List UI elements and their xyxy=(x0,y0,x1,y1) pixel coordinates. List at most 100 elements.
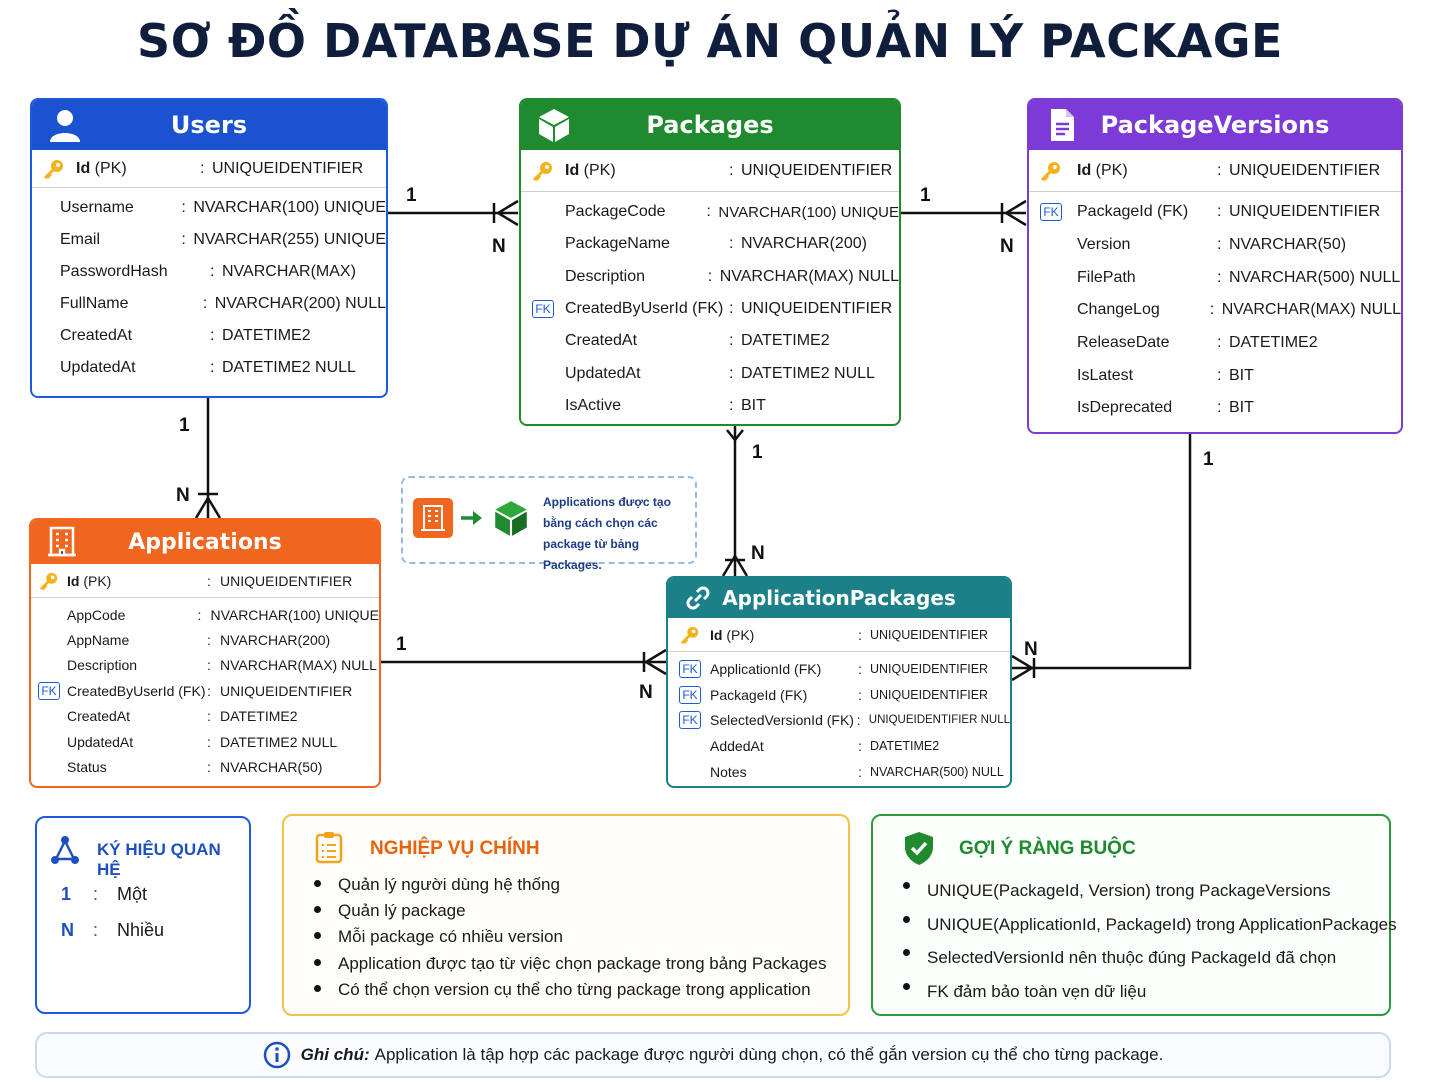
foreign-key-badge: FK xyxy=(679,685,701,704)
field-type: UNIQUEIDENTIFIER NULL xyxy=(868,714,1010,727)
list-item: UNIQUE(ApplicationId, PackageId) trong A… xyxy=(899,908,1397,942)
key-icon xyxy=(1039,160,1063,182)
foreign-key-badge: FK xyxy=(38,681,60,700)
field-row: UpdatedAt:DATETIME2 NULL xyxy=(60,359,356,376)
field-name: Username xyxy=(60,199,134,216)
field-row: PackageCode:NVARCHAR(100) UNIQUE xyxy=(565,203,899,221)
cube-icon xyxy=(495,501,527,536)
building-icon xyxy=(48,526,76,557)
key-icon xyxy=(37,571,61,591)
network-icon xyxy=(51,836,79,864)
field-type: UNIQUEIDENTIFIER xyxy=(212,159,364,177)
pk-suffix: (PK) xyxy=(726,626,755,643)
building-icon xyxy=(413,498,453,538)
field-type: DATETIME2 xyxy=(222,327,311,344)
field-type: DATETIME2 xyxy=(870,739,940,754)
card-1: 1 xyxy=(396,634,407,655)
field-type: UNIQUEIDENTIFIER xyxy=(870,661,989,676)
field-row: CreatedAt:DATETIME2 xyxy=(60,327,311,344)
field-name: PackageId (FK) xyxy=(710,686,808,703)
field-type: BIT xyxy=(1229,399,1254,417)
pk-row: Id (PK) : UNIQUEIDENTIFIER xyxy=(31,564,379,598)
field-name: CreatedByUserId (FK) xyxy=(565,300,724,318)
list-item: Mỗi package có nhiều version xyxy=(310,924,826,950)
constraints-box: GỢI Ý RÀNG BUỘC UNIQUE(PackageId, Versio… xyxy=(871,814,1397,1016)
entity-title: PackageVersions xyxy=(1100,111,1330,139)
pk-row: Id (PK) : UNIQUEIDENTIFIER xyxy=(1029,150,1401,192)
field-name: PackageId (FK) xyxy=(1077,203,1189,221)
user-icon xyxy=(50,110,80,142)
field-name: CreatedAt xyxy=(565,332,638,350)
field-row: Username:NVARCHAR(100) UNIQUE xyxy=(60,199,386,216)
field-name: AppName xyxy=(67,632,130,649)
entity-header: ApplicationPackages xyxy=(668,578,1010,618)
field-row: FullName:NVARCHAR(200) NULL xyxy=(60,295,386,312)
card-1: 1 xyxy=(920,185,931,206)
card-n: N xyxy=(492,236,506,257)
key-icon xyxy=(678,625,702,645)
field-name: UpdatedAt xyxy=(565,364,641,382)
footer-text: Application là tập hợp các package được … xyxy=(374,1045,1164,1064)
list-item: UNIQUE(PackageId, Version) trong Package… xyxy=(899,874,1397,908)
field-name: ChangeLog xyxy=(1077,301,1160,319)
field-name: ReleaseDate xyxy=(1077,334,1170,352)
entity-header: Users xyxy=(32,100,386,150)
field-type: NVARCHAR(100) UNIQUE xyxy=(718,203,899,221)
field-name: Email xyxy=(60,231,101,248)
legend-box: KÝ HIỆU QUAN HỆ 1 : Một N : Nhiều xyxy=(35,816,251,1014)
field-type: NVARCHAR(MAX) NULL xyxy=(1221,301,1401,319)
field-name: Status xyxy=(67,759,107,776)
field-row: PasswordHash:NVARCHAR(MAX) xyxy=(60,263,356,280)
foreign-key-badge: FK xyxy=(1040,203,1062,222)
page-title: SƠ ĐỒ DATABASE DỰ ÁN QUẢN LÝ PACKAGE xyxy=(137,14,1283,68)
field-row: AppName:NVARCHAR(200) xyxy=(67,632,331,649)
key-icon xyxy=(42,158,66,180)
field-type: NVARCHAR(100) UNIQUE xyxy=(193,199,386,216)
field-name: Description xyxy=(67,657,138,674)
field-row: AppCode:NVARCHAR(100) UNIQUE xyxy=(67,606,379,623)
field-name: PasswordHash xyxy=(60,263,168,280)
field-type: NVARCHAR(200) xyxy=(220,632,331,649)
entity-package-versions: PackageVersions Id (PK) : UNIQUEIDENTIFI… xyxy=(1027,98,1403,434)
cardinality-labels: 1 N 1 N 1 N 1 N 1 N 1 N xyxy=(176,185,1214,703)
field-type: NVARCHAR(MAX) xyxy=(222,263,356,280)
constraints-title: GỢI Ý RÀNG BUỘC xyxy=(959,838,1136,859)
field-name: CreatedByUserId (FK) xyxy=(67,682,206,699)
field-type: UNIQUEIDENTIFIER xyxy=(741,161,893,179)
field-name: PackageCode xyxy=(565,203,666,221)
link-icon xyxy=(686,586,710,610)
legend-label: Một xyxy=(117,884,148,904)
legend-sep: : xyxy=(93,920,99,940)
field-name: Id xyxy=(710,626,723,643)
info-icon xyxy=(263,1041,290,1069)
field-type: UNIQUEIDENTIFIER xyxy=(1229,203,1381,221)
entity-users: Users Id (PK) : UNIQUEIDENTIFIER Usernam… xyxy=(30,98,388,398)
field-type: NVARCHAR(255) UNIQUE xyxy=(193,231,386,248)
field-type: NVARCHAR(50) xyxy=(220,759,323,776)
pk-suffix: (PK) xyxy=(94,159,127,177)
field-type: DATETIME2 xyxy=(220,708,298,725)
entity-application-packages: ApplicationPackages Id (PK) : UNIQUEIDEN… xyxy=(666,576,1012,788)
entity-title: Applications xyxy=(128,529,282,555)
field-name: PackageName xyxy=(565,235,670,253)
footer-note: Ghi chú: Application là tập hợp các pack… xyxy=(35,1032,1391,1078)
field-type: DATETIME2 NULL xyxy=(220,733,338,750)
field-type: NVARCHAR(500) NULL xyxy=(1229,268,1401,286)
field-name: AppCode xyxy=(67,606,126,623)
list-item: Có thể chọn version cụ thể cho từng pack… xyxy=(310,977,826,1003)
legend-label: Nhiều xyxy=(117,920,165,940)
field-name: IsLatest xyxy=(1077,366,1134,384)
field-row: UpdatedAt:DATETIME2 NULL xyxy=(565,364,875,382)
field-row: ReleaseDate:DATETIME2 xyxy=(1077,334,1318,352)
legend-key: 1 xyxy=(61,884,72,904)
card-n: N xyxy=(1000,236,1014,257)
field-name: UpdatedAt xyxy=(67,733,134,750)
card-n: N xyxy=(176,485,190,506)
field-name: Id xyxy=(565,161,580,179)
key-icon xyxy=(531,160,555,182)
